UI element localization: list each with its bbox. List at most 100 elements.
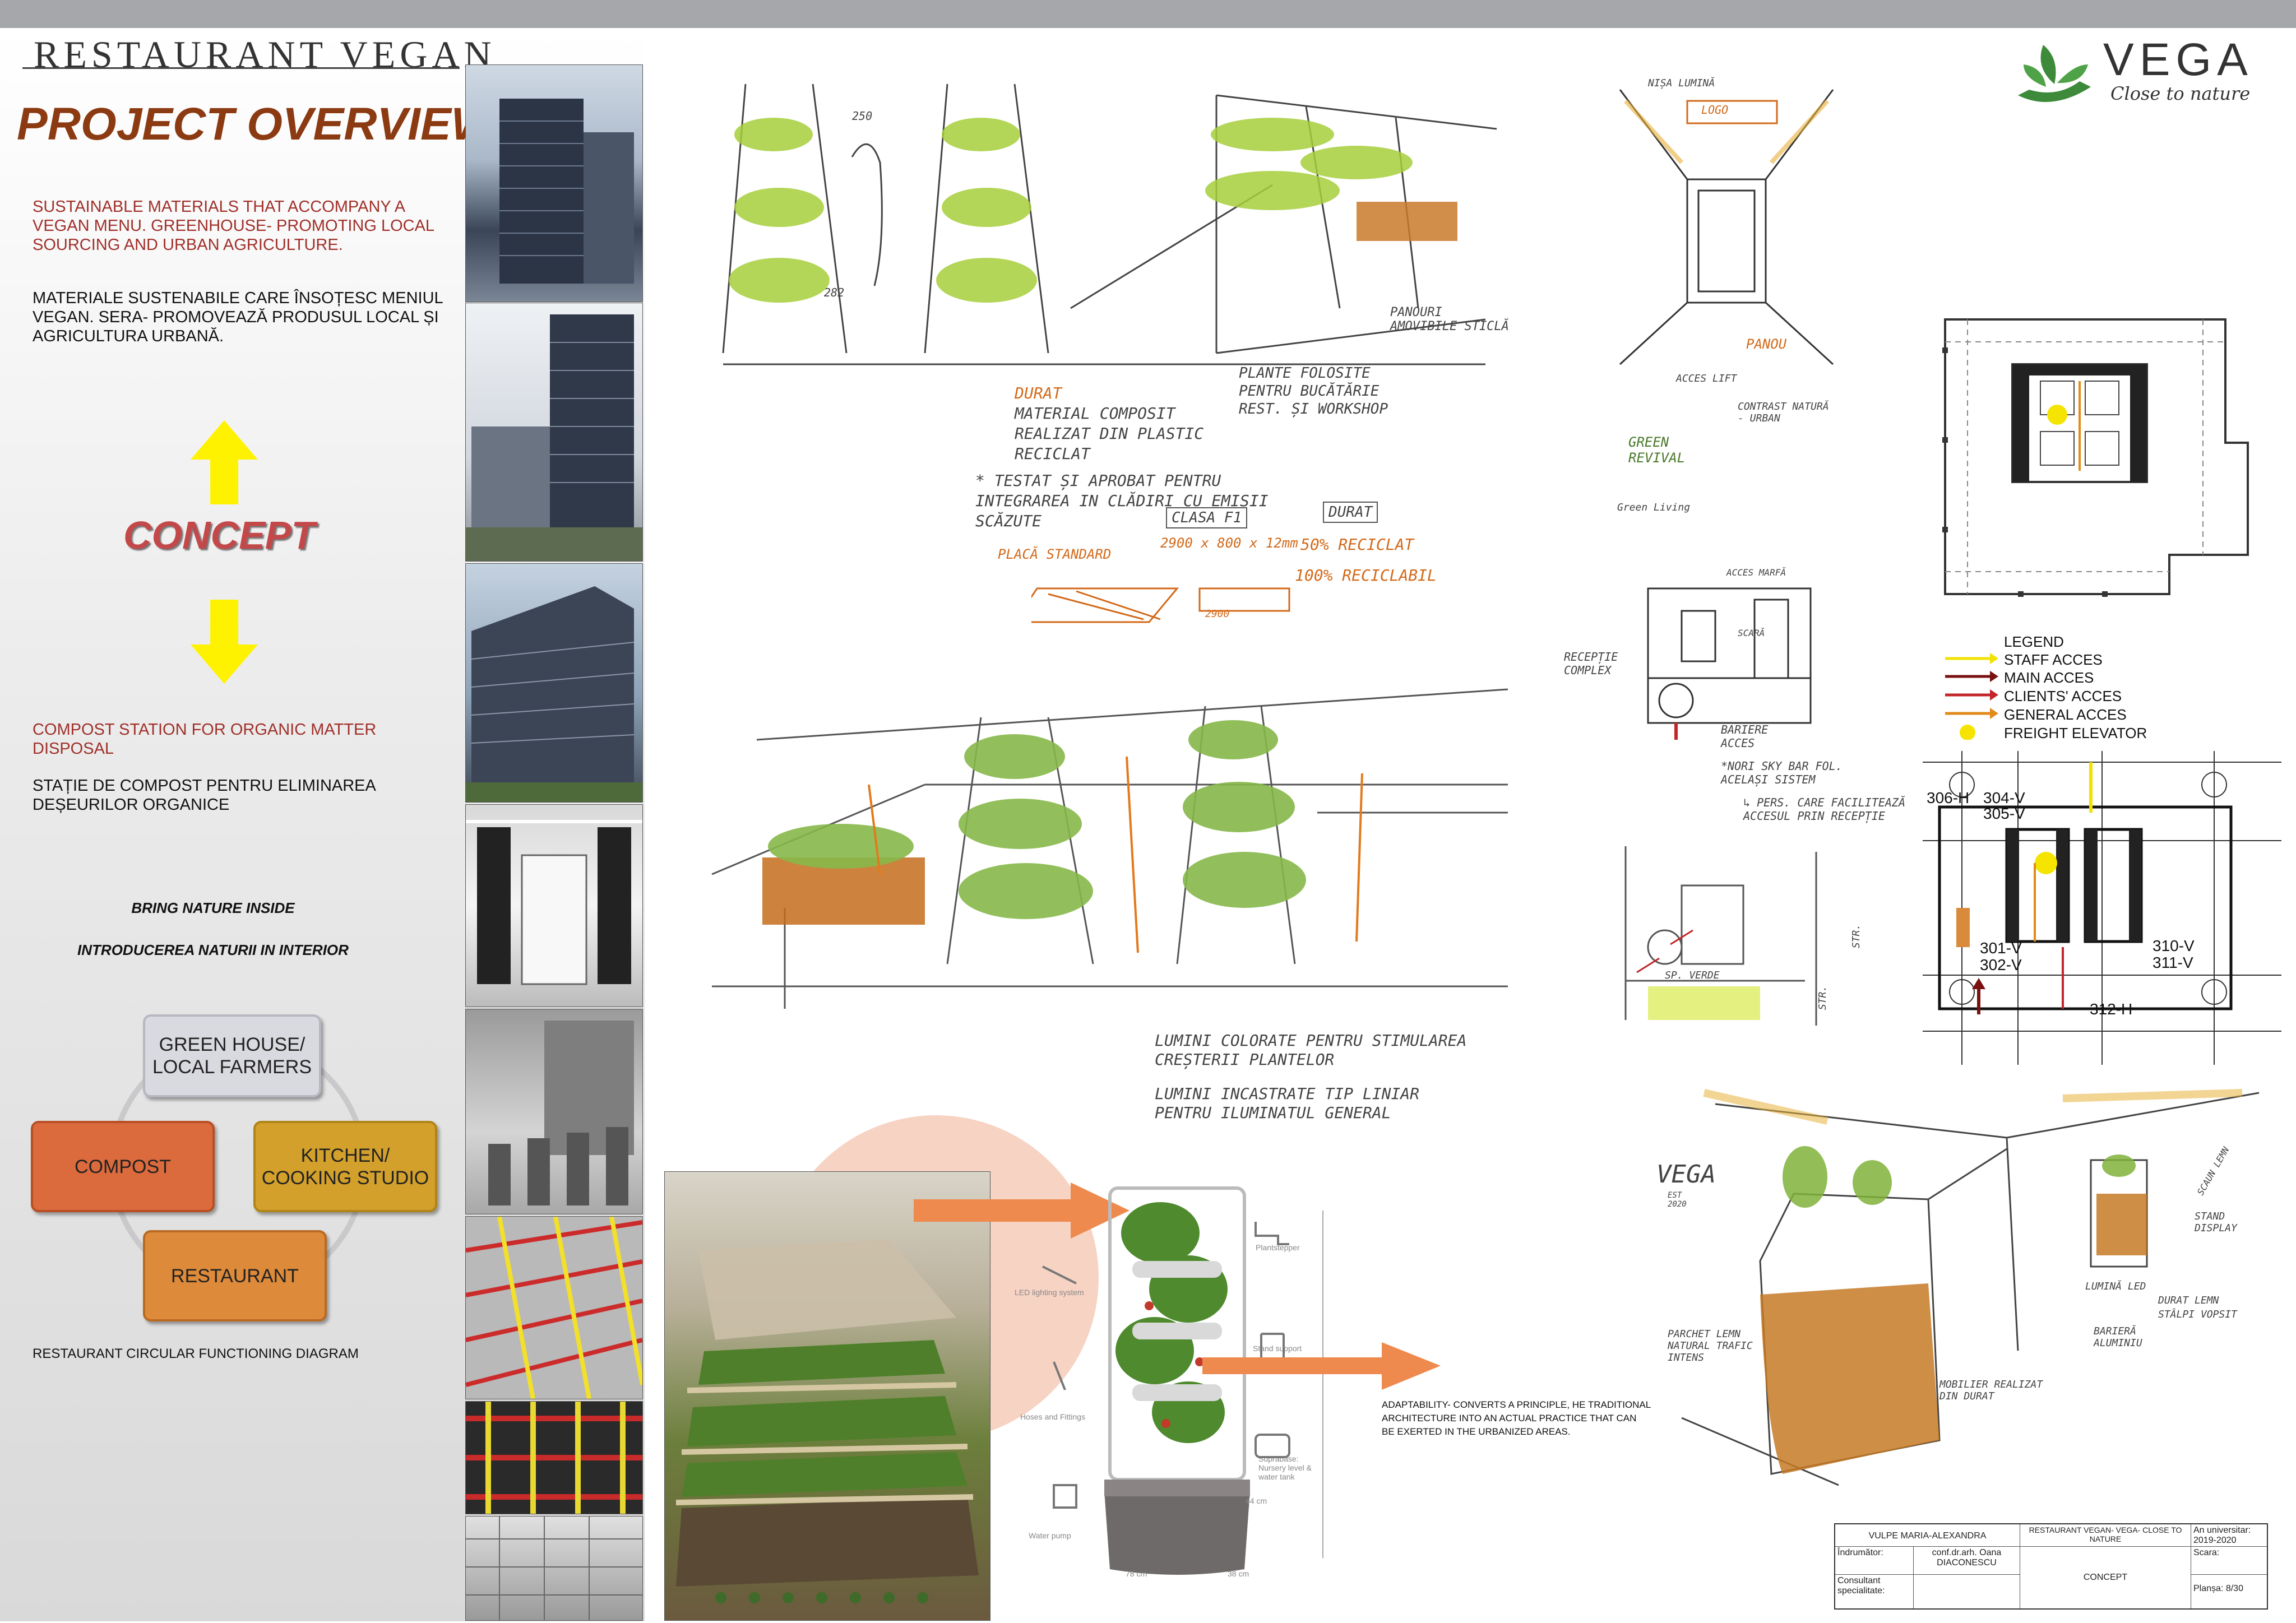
consultant-label: Consultant specialitate: — [1835, 1575, 1914, 1608]
sketch-site — [1624, 846, 1817, 1026]
note-bariere: BARIERE ACCES — [1721, 723, 1769, 750]
legend-clients: CLIENTS' ACCES — [2004, 688, 2122, 704]
note-mobilier: MOBILIER REALIZAT DIN DURAT — [1939, 1379, 2043, 1402]
down-arrow-icon — [191, 600, 258, 684]
project-name: RESTAURANT VEGAN- VEGA- CLOSE TO NATURE — [2020, 1524, 2191, 1547]
legend-main: MAIN ACCES — [2004, 669, 2094, 686]
sheet-title: CONCEPT — [2020, 1547, 2191, 1608]
note-green-revival: GREEN REVIVAL — [1628, 434, 1686, 466]
note-sp-verde: SP. VERDE — [1665, 970, 1720, 981]
node-greenhouse: GREEN HOUSE/ LOCAL FARMERS — [143, 1014, 321, 1097]
note-pers: ↳ PERS. CARE FACILITEAZĂ ACCESUL PRIN RE… — [1743, 796, 1905, 823]
photo-office-tower — [465, 64, 643, 302]
sheet-label: Planșa: — [2193, 1584, 2224, 1593]
vega-leaf-icon — [2018, 45, 2091, 102]
label-depth: 38 cm — [1228, 1569, 1249, 1578]
label-width: 78 cm — [1126, 1569, 1147, 1578]
note-testat: * TESTAT ȘI APROBAT PENTRU INTEGRAREA IN… — [975, 471, 1269, 530]
bring-nature-en: BRING NATURE INSIDE — [131, 899, 295, 916]
up-arrow-icon — [191, 420, 258, 504]
note-scari: SCARĂ — [1738, 628, 1765, 638]
sheet-number-cell: Planșa: 8/30 — [2191, 1575, 2267, 1608]
sketch-greenhouse-frames — [711, 688, 1508, 1009]
note-acces-marfa: ACCES MARFĂ — [1726, 567, 1786, 578]
room-304: 304-V — [1983, 789, 2025, 806]
photo-greenhouse-beds — [664, 1171, 990, 1621]
vertical-planter-product — [1104, 1186, 1250, 1575]
intro-text-en: SUSTAINABLE MATERIALS THAT ACCOMPANY A V… — [33, 198, 434, 254]
project-title: RESTAURANT VEGAN — [34, 33, 496, 76]
label-water-pump: Water pump — [1029, 1531, 1071, 1540]
sketch-reception — [1647, 587, 1812, 740]
bring-nature-ro: INTRODUCEREA NATURII IN INTERIOR — [77, 942, 349, 958]
legend-title: LEGEND — [2004, 633, 2064, 650]
note-green-living: Green Living — [1617, 502, 1691, 513]
title-block: VULPE MARIA-ALEXANDRA RESTAURANT VEGAN- … — [1834, 1523, 2268, 1610]
photo-glass-facade — [465, 1516, 643, 1621]
legend-staff: STAFF ACCES — [2004, 651, 2103, 668]
photo-lobby — [465, 804, 643, 1007]
note-clasa: CLASA F1 — [1166, 507, 1248, 528]
student-name: VULPE MARIA-ALEXANDRA — [1835, 1524, 2020, 1547]
note-plante: PLANTE FOLOSITE PENTRU BUCĂTĂRIE REST. Ș… — [1239, 365, 1388, 418]
room-312: 312-H — [2090, 1000, 2133, 1018]
sheet-number: 8/30 — [2225, 1584, 2243, 1593]
legend-freight: FREIGHT ELEVATOR — [2004, 725, 2147, 741]
note-lumini-2: LUMINI INCASTRATE TIP LINIAR PENTRU ILUM… — [1155, 1084, 1420, 1122]
section-title: PROJECT OVERVIEW — [17, 99, 495, 150]
note-stalpi: STÂLPI VOPSIT — [2158, 1309, 2237, 1320]
year-label: An universitar: — [2193, 1525, 2251, 1535]
diagram-caption: RESTAURANT CIRCULAR FUNCTIONING DIAGRAM — [33, 1346, 359, 1361]
legend-general: GENERAL ACCES — [2004, 706, 2127, 723]
note-placa: PLACĂ STANDARD — [998, 546, 1112, 562]
legend-arrows-icon — [1945, 653, 1998, 740]
year-value: 2019-2020 — [2193, 1536, 2237, 1545]
note-est: EST 2020 — [1668, 1191, 1687, 1209]
note-parchet: PARCHET LEMN NATURAL TRAFIC INTENS — [1668, 1328, 1753, 1364]
label-hoses: Hoses and Fittings — [1020, 1412, 1085, 1421]
note-contrast: CONTRAST NATURĂ - URBAN — [1738, 401, 1829, 424]
note-receptie: RECEPȚIE COMPLEX — [1564, 650, 1618, 677]
year-cell: An universitar: 2019-2020 — [2191, 1524, 2267, 1547]
room-311: 311-V — [2152, 954, 2193, 971]
label-led-system: LED lighting system — [1015, 1288, 1084, 1297]
concept-label: CONCEPT — [123, 513, 316, 557]
arrow-photo-to-product-icon — [914, 1183, 1130, 1239]
note-reciclabil: 100% RECICLABIL — [1295, 566, 1437, 585]
compost-text-ro: STAȚIE DE COMPOST PENTRU ELIMINAREA DEȘE… — [33, 777, 376, 814]
photo-facade-grid — [465, 1401, 643, 1514]
note-2900: 2900 — [1205, 608, 1230, 620]
note-durat-lemn: DURAT LEMN — [2158, 1295, 2219, 1306]
room-305: 305-V — [1983, 805, 2025, 822]
scale-label: Scara: — [2191, 1547, 2267, 1575]
brand-tagline: Close to nature — [2110, 83, 2251, 104]
room-302: 302-V — [1980, 956, 2022, 973]
note-panou: PANOU — [1746, 336, 1787, 352]
compost-text-en: COMPOST STATION FOR ORGANIC MATTER DISPO… — [33, 721, 377, 758]
intro-text-ro: MATERIALE SUSTENABILE CARE ÎNSOȚESC MENI… — [33, 289, 443, 345]
node-restaurant: RESTAURANT — [143, 1230, 327, 1321]
floor-plan-upper — [1942, 318, 2249, 597]
node-compost: COMPOST — [31, 1121, 215, 1212]
photo-turnstiles — [465, 1009, 643, 1214]
note-material: MATERIAL COMPOSIT REALIZAT DIN PLASTIC R… — [1015, 404, 1204, 463]
sketch-planters — [722, 84, 1497, 365]
note-bariera: BARIERĂ ALUMINIU — [2094, 1325, 2142, 1349]
consultant-value — [1914, 1575, 2020, 1608]
note-dims: 2900 x 800 x 12mm — [1160, 535, 1298, 551]
note-reciclat: 50% RECICLAT — [1300, 535, 1414, 554]
board-sketch — [1031, 587, 1290, 623]
product-detail-icons — [1042, 1265, 1077, 1509]
note-vega-sign: VEGA — [1656, 1160, 1716, 1189]
height-dimension-line — [1322, 1211, 1323, 1558]
note-lumini-1: LUMINI COLORATE PENTRU STIMULAREA CREȘTE… — [1155, 1031, 1467, 1069]
note-stand: STAND DISPLAY — [2195, 1211, 2237, 1234]
note-nisa: NIȘA LUMINĂ — [1648, 77, 1715, 89]
note-sky-bar: *NORI SKY BAR FOL. ACELAȘI SISTEM — [1721, 759, 1843, 786]
label-height: 44 cm — [1246, 1496, 1267, 1505]
note-durat-1: DURAT — [1015, 384, 1062, 402]
room-306: 306-H — [1927, 789, 1970, 806]
note-250: 250 — [852, 109, 873, 123]
top-bar — [0, 0, 2296, 28]
room-310: 310-V — [2152, 937, 2195, 954]
